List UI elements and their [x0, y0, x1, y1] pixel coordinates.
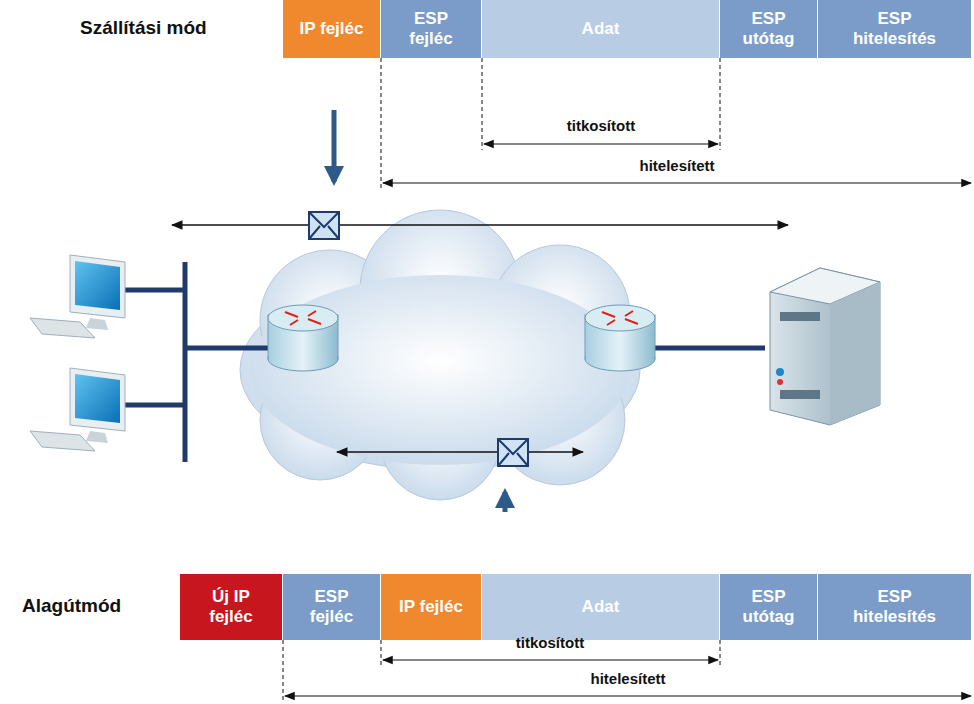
mode-label: Alagútmód — [22, 595, 121, 617]
box-text: ESP fejléc — [391, 9, 471, 48]
box-text: Adat — [582, 19, 620, 39]
header-box: ESP fejléc — [381, 0, 482, 58]
dimension-label: hitelesített — [590, 670, 665, 687]
header-box: Adat — [482, 0, 720, 58]
header-box: Új IP fejléc — [180, 574, 283, 640]
box-text: ESP hitelesítés — [840, 587, 950, 626]
header-box: ESP utótag — [720, 574, 818, 640]
box-text: ESP hitelesítés — [840, 9, 950, 48]
box-text: IP fejléc — [399, 597, 463, 617]
dimension-label: titkosított — [516, 634, 584, 651]
box-text: Új IP fejléc — [191, 587, 271, 626]
header-box: ESP utótag — [720, 0, 818, 58]
header-box: ESP hitelesítés — [818, 574, 972, 640]
box-text: ESP utótag — [729, 587, 809, 626]
box-text: ESP utótag — [729, 9, 809, 48]
header-box: ESP fejléc — [283, 574, 381, 640]
dimension-label: hitelesített — [639, 157, 714, 174]
header-box: Adat — [482, 574, 720, 640]
header-box: IP fejléc — [381, 574, 482, 640]
box-text: Adat — [582, 597, 620, 617]
box-text: IP fejléc — [300, 19, 364, 39]
dimension-label: titkosított — [567, 117, 635, 134]
mode-label: Szállítási mód — [80, 17, 207, 39]
header-box: IP fejléc — [283, 0, 381, 58]
box-text: ESP fejléc — [292, 587, 372, 626]
header-box: ESP hitelesítés — [818, 0, 972, 58]
